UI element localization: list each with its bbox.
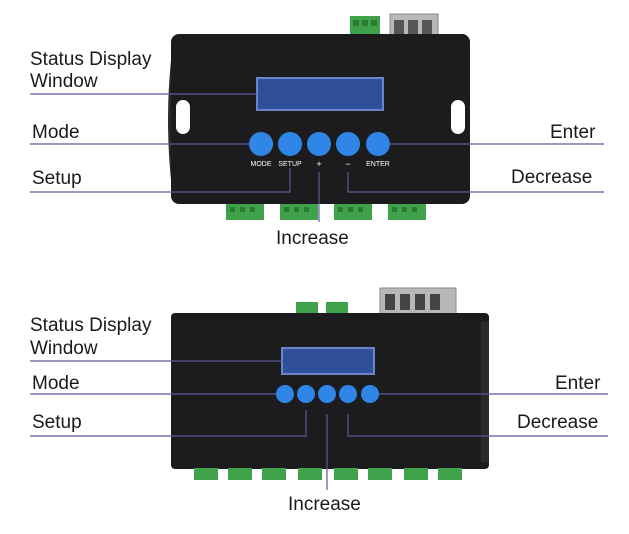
bottom-setup-label: Setup [32, 412, 82, 433]
bottom-unit-setup-button[interactable] [297, 385, 315, 403]
top-decrease-label: Decrease [511, 167, 593, 188]
bottom-unit-increase-button[interactable] [318, 385, 336, 403]
bottom-unit-decrease-button[interactable] [339, 385, 357, 403]
bottom-unit-bottom-terminals [194, 468, 462, 480]
bottom-unit-mode-button[interactable] [276, 385, 294, 403]
top-status-display-label-line2: Window [30, 71, 98, 92]
top-unit-housing [171, 34, 470, 204]
bottom-unit-display-window [281, 347, 375, 375]
bottom-decrease-callout-line [347, 414, 608, 437]
top-unit-display-window [256, 77, 384, 111]
top-decrease-callout-line [347, 172, 604, 193]
top-unit-right-mount-slot [451, 100, 465, 134]
top-mode-label: Mode [32, 122, 80, 143]
top-status-display-label-line1: Status Display [30, 49, 152, 70]
top-unit-bottom-terminals [226, 204, 426, 220]
top-unit-enter-button[interactable] [366, 132, 390, 156]
top-unit-caption-mode: MODE [251, 161, 272, 168]
bottom-mode-label: Mode [32, 373, 80, 394]
top-unit: MODE SETUP + − ENTER [30, 13, 604, 222]
top-unit-increase-button[interactable] [307, 132, 331, 156]
bottom-unit-metal-terminal-block [379, 287, 457, 315]
top-unit-caption-enter: ENTER [366, 161, 390, 168]
top-unit-caption-minus: − [345, 159, 350, 169]
top-increase-label: Increase [276, 228, 349, 249]
top-unit-top-green-terminal [350, 16, 380, 38]
top-unit-decrease-button[interactable] [336, 132, 360, 156]
top-enter-label: Enter [550, 122, 596, 143]
top-unit-caption-plus: + [316, 159, 321, 169]
top-setup-label: Setup [32, 168, 82, 189]
bottom-setup-callout-line [30, 410, 307, 437]
bottom-status-display-label-line1: Status Display [30, 315, 152, 336]
bottom-unit-top-green-terminals [296, 302, 348, 316]
top-unit-callout-lines [30, 93, 604, 222]
bottom-unit [30, 287, 608, 490]
bottom-status-display-label-line2: Window [30, 338, 98, 359]
bottom-enter-label: Enter [555, 373, 601, 394]
bottom-increase-label: Increase [288, 494, 361, 515]
top-unit-caption-setup: SETUP [278, 161, 302, 168]
top-setup-callout-line [30, 168, 291, 193]
top-unit-left-mount-slot [176, 100, 190, 134]
top-unit-setup-button[interactable] [278, 132, 302, 156]
bottom-unit-callout-lines [30, 360, 608, 490]
bottom-unit-enter-button[interactable] [361, 385, 379, 403]
top-unit-mode-button[interactable] [249, 132, 273, 156]
bottom-decrease-label: Decrease [517, 412, 599, 433]
